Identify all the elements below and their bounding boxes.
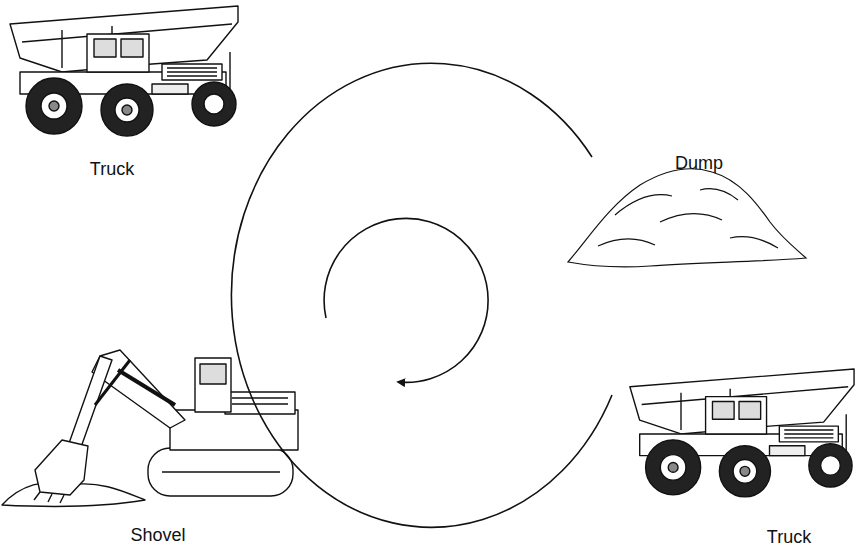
part-label: Dump xyxy=(675,153,723,175)
part-label: Truck xyxy=(90,159,134,181)
cycle-line xyxy=(231,63,612,527)
part-label: Truck xyxy=(767,527,811,549)
hydraulic-shovel xyxy=(2,350,298,506)
cycle-arrow xyxy=(324,218,488,382)
dump-pile xyxy=(568,169,806,267)
haul-truck xyxy=(630,369,854,497)
haul-truck xyxy=(10,6,238,136)
part-label: Shovel xyxy=(130,525,185,547)
